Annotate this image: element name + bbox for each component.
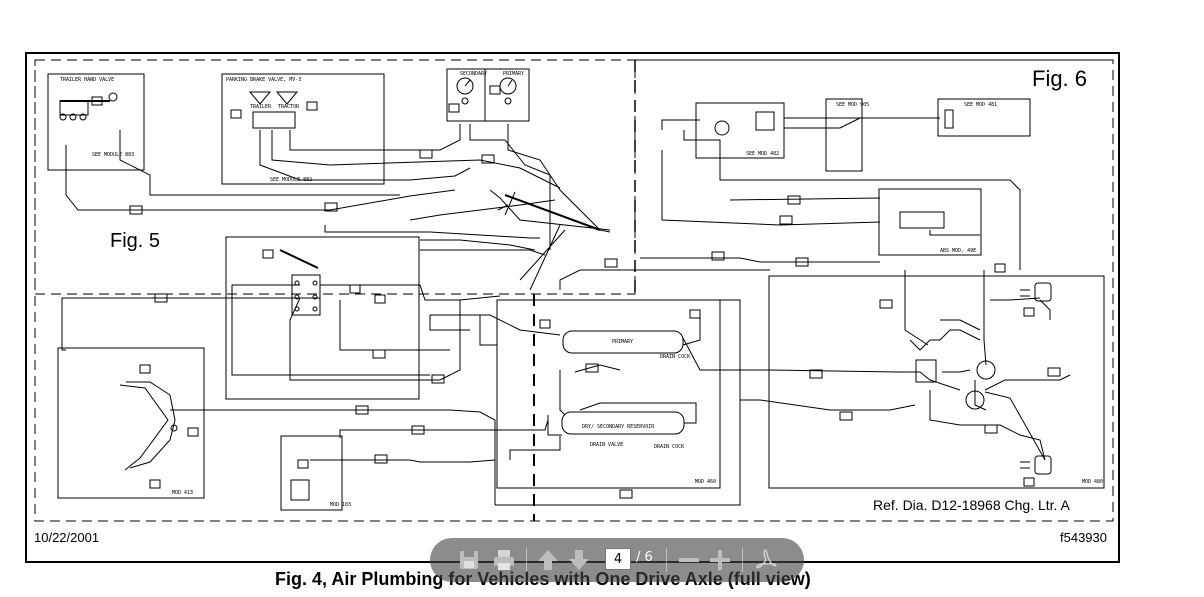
save-icon: [460, 551, 478, 569]
toolbar-separator: [666, 548, 667, 572]
current-page-input[interactable]: 4: [605, 548, 631, 570]
abs-mod-label: ABS MOD. 49E: [940, 248, 977, 254]
primary-tank-label: PRIMARY: [612, 339, 634, 345]
mod-460-label: MOD 460: [695, 479, 717, 485]
drain-cock-2-label: DRAIN COCK: [654, 444, 685, 450]
drain-cock-1-label: DRAIN COCK: [660, 354, 691, 360]
secondary-gauge-label: SECONDARY: [460, 71, 488, 77]
mod-413-label: MOD 413: [172, 490, 194, 496]
fig5-label: Fig. 5: [110, 230, 161, 252]
see-mod-481-label: SEE MOD 481: [964, 102, 998, 108]
see-module-883-label: SEE MODULE 883: [92, 152, 135, 158]
fig6-label: Fig. 6: [1032, 66, 1088, 91]
pdf-toolbar: 4 / 6: [430, 538, 804, 582]
print-button[interactable]: [490, 546, 518, 574]
zoom-in-icon: [710, 550, 730, 570]
see-mod-905-label: SEE MOD 905: [836, 102, 870, 108]
previous-page-button[interactable]: [534, 546, 562, 574]
zoom-out-button[interactable]: [675, 546, 703, 574]
figure-number-label: f543930: [1060, 530, 1107, 545]
save-button[interactable]: [455, 546, 483, 574]
trailer-hand-valve-label: TRAILER HAND VALVE: [60, 77, 115, 83]
mod-480-label: MOD 480: [1082, 479, 1104, 485]
arrow-down-icon: [569, 550, 589, 570]
mod-103-label: MOD 103: [330, 502, 352, 508]
secondary-reservoir-label: DRY/ SECONDARY RESERVOIR: [582, 424, 655, 430]
zoom-out-icon: [679, 558, 699, 562]
zoom-in-button[interactable]: [706, 546, 734, 574]
total-pages-label: / 6: [636, 550, 653, 565]
reference-diagram-label: Ref. Dia. D12-18968 Chg. Ltr. A: [873, 497, 1070, 513]
see-module-882-label: SEE MODULE 882: [270, 177, 313, 183]
toolbar-separator: [526, 548, 527, 572]
drain-valve-label: DRAIN VALVE: [590, 442, 624, 448]
primary-gauge-label: PRIMARY: [503, 71, 525, 77]
toolbar-separator: [742, 548, 743, 572]
acrobat-button[interactable]: [752, 546, 780, 574]
next-page-button[interactable]: [565, 546, 593, 574]
see-mod-482-label: SEE MOD 482: [746, 151, 780, 157]
acrobat-icon: [756, 549, 777, 569]
tractor-valve-label: TRACTOR: [278, 104, 300, 110]
print-icon: [494, 550, 514, 570]
arrow-up-icon: [538, 550, 558, 570]
parking-brake-valve-label: PARKING BRAKE VALVE, MV-3: [226, 77, 302, 83]
trailer-valve-label: TRAILER: [250, 104, 272, 110]
date-label: 10/22/2001: [34, 530, 100, 545]
